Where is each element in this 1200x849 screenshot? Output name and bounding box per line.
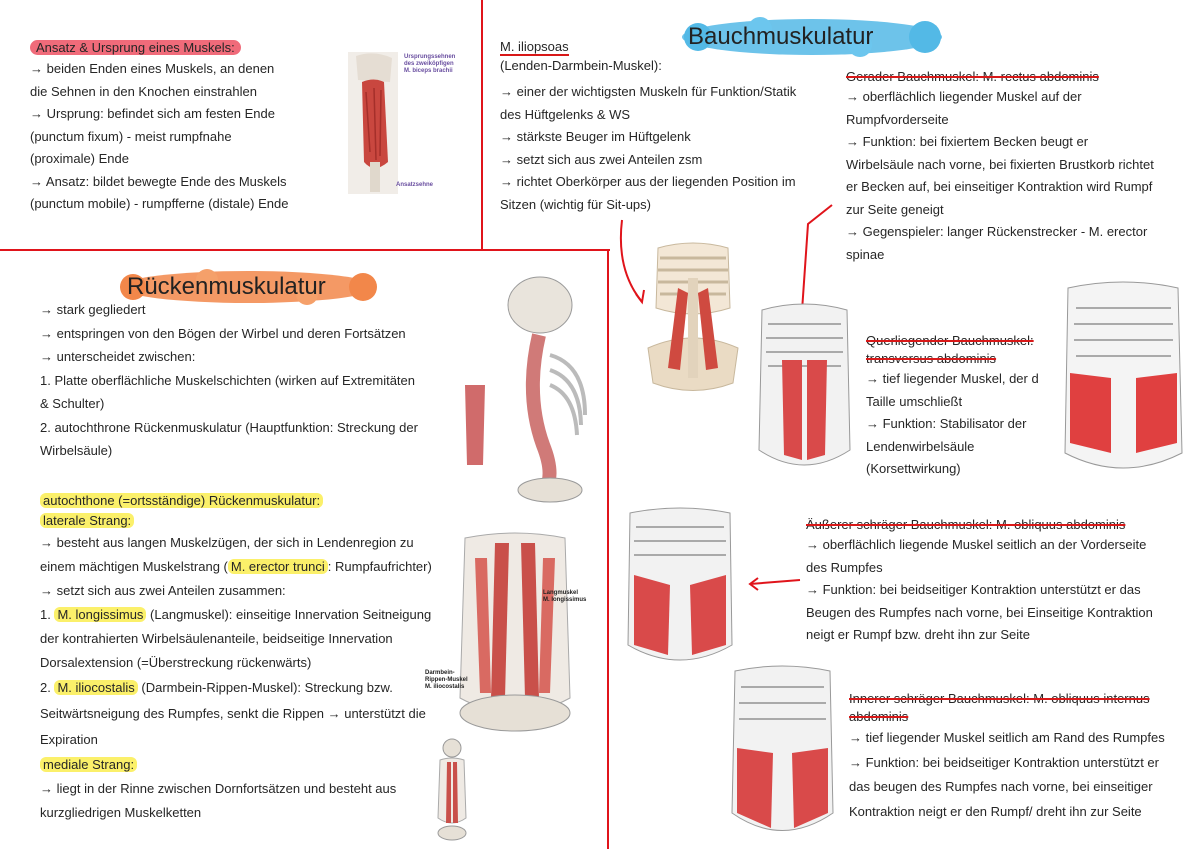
- heading-text: Ansatz & Ursprung eines Muskels:: [30, 40, 241, 55]
- rectus-heading: Gerader Bauchmuskel: M. rectus abdominis: [846, 68, 1186, 86]
- divider-vertical-bottom: [607, 249, 609, 849]
- internus-heading-text-1: Innerer schräger Bauchmuskel: M. obliquu…: [849, 691, 1150, 706]
- fig-caption-insertion: Ansatzsehne: [396, 182, 434, 188]
- internus-body: → tief liegender Muskel seitlich am Rand…: [849, 730, 1165, 819]
- erector-trunci: M. erector trunci: [227, 559, 328, 574]
- iliopsoas-figure: [618, 238, 768, 403]
- medial-heading-text: mediale Strang:: [40, 757, 138, 772]
- longissimus-name: M. longissimus: [54, 607, 147, 622]
- bauch-title-blob: Bauchmuskulatur: [680, 17, 945, 57]
- fig-caption-origin: Ursprungssehnen des zweiköpfigen M. bice…: [404, 54, 456, 74]
- spine-figure: [455, 275, 605, 505]
- externus-body: → oberflächlich liegende Muskel seitlich…: [806, 537, 1153, 642]
- medial-body: → liegt in der Rinne zwischen Dornfortsä…: [40, 781, 397, 820]
- iliopsoas-name: M. iliopsoas: [500, 38, 830, 56]
- lateral-body: → besteht aus langen Muskelzügen, der si…: [40, 531, 470, 603]
- iliocostalis-name: M. iliocostalis: [54, 680, 138, 695]
- bauch-title: Bauchmuskulatur: [688, 23, 874, 50]
- divider-vertical-top: [481, 0, 483, 250]
- section-autochthone: autochthone (=ortsständige) Rückenmuskul…: [40, 491, 470, 825]
- longissimus-item: 1. M. longissimus (Langmuskel): einseiti…: [40, 603, 470, 675]
- iliocostalis-item: 2. M. iliocostalis (Darmbein-Rippen-Musk…: [40, 675, 470, 753]
- section-heading: Ansatz & Ursprung eines Muskels:: [30, 38, 330, 58]
- lateral-heading: laterale Strang:: [40, 511, 470, 531]
- iliopsoas-subtitle: (Lenden-Darmbein-Muskel):: [500, 58, 662, 73]
- transversus-body: → tief liegender Muskel, der d Taille um…: [866, 371, 1039, 476]
- section-externus: Äußerer schräger Bauchmuskel: M. obliquu…: [806, 516, 1191, 647]
- lateral-body-b: : Rumpfaufrichter) → setzt sich aus zwei…: [40, 559, 432, 598]
- back-muscles-figure: Langmuskel M. longissimus Darmbein- Ripp…: [425, 528, 605, 738]
- transversus-heading-text-1: Querliegender Bauchmuskel:: [866, 333, 1034, 348]
- lateral-heading-text: laterale Strang:: [40, 513, 135, 528]
- section-ansatz-ursprung: Ansatz & Ursprung eines Muskels: → beide…: [30, 38, 330, 216]
- item1-rest: (Langmuskel): einseitige Innervation Sei…: [40, 607, 432, 670]
- fig-caption-longissimus: Langmuskel M. longissimus: [543, 590, 587, 603]
- autoch-heading: autochthone (=ortsständige) Rückenmuskul…: [40, 491, 470, 511]
- section-body: → beiden Enden eines Muskels, an denen d…: [30, 61, 289, 211]
- lateral-body-a: → besteht aus langen Muskelzügen, der si…: [40, 535, 414, 574]
- iliopsoas-name-text: M. iliopsoas: [500, 39, 569, 56]
- section-rectus: Gerader Bauchmuskel: M. rectus abdominis…: [846, 68, 1186, 266]
- biceps-figure: Ursprungssehnen des zweiköpfigen M. bice…: [326, 52, 466, 194]
- section-internus: Innerer schräger Bauchmuskel: M. obliquu…: [849, 690, 1194, 824]
- internus-heading-text-2: abdominis: [849, 709, 909, 724]
- annotation-arrows: [619, 204, 833, 591]
- transversus-heading-2: transversus abdominis: [866, 350, 1056, 368]
- transversus-heading-text-2: transversus abdominis: [866, 351, 997, 366]
- externus-figure: [620, 505, 740, 670]
- section-iliopsoas: M. iliopsoas (Lenden-Darmbein-Muskel): →…: [500, 38, 830, 216]
- item2-rest: (Darmbein-Rippen-Muskel): Streckung bzw.…: [40, 680, 426, 747]
- medial-figure: [432, 738, 472, 843]
- internus-heading-1: Innerer schräger Bauchmuskel: M. obliquu…: [849, 690, 1194, 708]
- ruecken-title: Rückenmuskulatur: [127, 273, 326, 300]
- rectus-body: → oberflächlich liegender Muskel auf der…: [846, 89, 1154, 262]
- item2-num: 2.: [40, 680, 55, 695]
- rectus-figure: [752, 300, 857, 478]
- externus-heading-text: Äußerer schräger Bauchmuskel: M. obliquu…: [806, 517, 1126, 532]
- ruecken-body: → stark gegliedert → entspringen von den…: [40, 302, 418, 458]
- autoch-heading-text: autochthone (=ortsständige) Rückenmuskul…: [40, 493, 324, 508]
- iliopsoas-body: → einer der wichtigsten Muskeln für Funk…: [500, 84, 797, 212]
- fig-caption-iliocostalis: Darmbein- Rippen-Muskel M. iliocostalis: [425, 670, 468, 690]
- internus-figure: [725, 663, 840, 843]
- externus-heading: Äußerer schräger Bauchmuskel: M. obliquu…: [806, 516, 1191, 534]
- transversus-figure: [1056, 278, 1191, 478]
- medial-heading: mediale Strang:: [40, 753, 470, 777]
- section-transversus: Querliegender Bauchmuskel: transversus a…: [866, 332, 1056, 481]
- transversus-heading-1: Querliegender Bauchmuskel:: [866, 332, 1056, 350]
- rectus-heading-text: Gerader Bauchmuskel: M. rectus abdominis: [846, 69, 1099, 84]
- internus-heading-2: abdominis: [849, 708, 1194, 726]
- ruecken-title-blob: Rückenmuskulatur: [117, 268, 379, 306]
- item1-num: 1.: [40, 607, 55, 622]
- divider-horizontal: [0, 249, 610, 251]
